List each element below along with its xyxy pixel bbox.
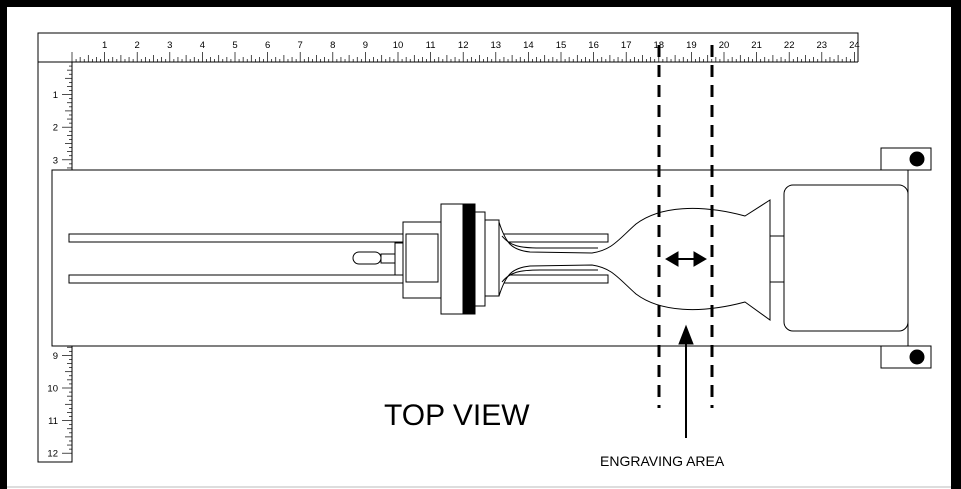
handle-knob [352,251,382,265]
ruler-label: 19 [686,40,697,51]
dot-icon [909,151,925,167]
dot-icon [909,349,925,365]
end-stop [783,184,909,332]
ruler-label: 10 [393,40,404,51]
ruler-horizontal-ticks [71,52,855,62]
ruler-label: 10 [47,384,58,395]
workpiece-glass [498,199,771,321]
engraving-area-guides [657,45,714,408]
view-title: TOP VIEW [384,399,530,432]
ruler-label: 16 [588,40,599,51]
ruler-label: 5 [232,40,237,51]
ruler-label: 12 [47,449,58,460]
ruler-label: 15 [556,40,567,51]
ruler-label: 7 [298,40,303,51]
ruler-label: 6 [265,40,270,51]
ruler-label: 13 [491,40,502,51]
ruler-label: 2 [53,123,58,134]
rail-upper [68,233,609,243]
ruler-label: 1 [102,40,107,51]
ruler-label: 9 [53,351,58,362]
ruler-label: 1 [53,90,58,101]
ruler-label: 21 [751,40,762,51]
ruler-label: 9 [363,40,368,51]
ruler-label: 11 [426,40,436,51]
ruler-label: 3 [167,40,172,51]
ruler-label: 23 [817,40,828,51]
ruler-label: 12 [458,40,469,51]
fixture-body [51,147,932,369]
ruler-label: 20 [719,40,730,51]
mount-bracket-top [880,147,932,171]
arrow-up-icon [678,324,694,438]
mount-bracket-bottom [880,345,932,369]
engraving-area-label: ENGRAVING AREA [600,453,725,469]
ruler-label: 14 [523,40,534,51]
clamp-plate [462,203,476,315]
ruler-label: 17 [621,40,632,51]
ruler-label: 3 [53,155,58,166]
rail-lower [68,274,609,284]
ruler-label: 22 [784,40,795,51]
ruler-label: 11 [48,416,58,427]
ruler-label: 8 [330,40,335,51]
ruler-label: 24 [849,40,860,51]
ruler-horizontal: 123456789101112131415161718192021222324 [37,32,860,63]
ruler-label: 4 [200,40,205,51]
ruler-horizontal-labels: 123456789101112131415161718192021222324 [102,40,860,51]
ruler-label: 2 [135,40,140,51]
double-arrow-icon [665,251,707,267]
